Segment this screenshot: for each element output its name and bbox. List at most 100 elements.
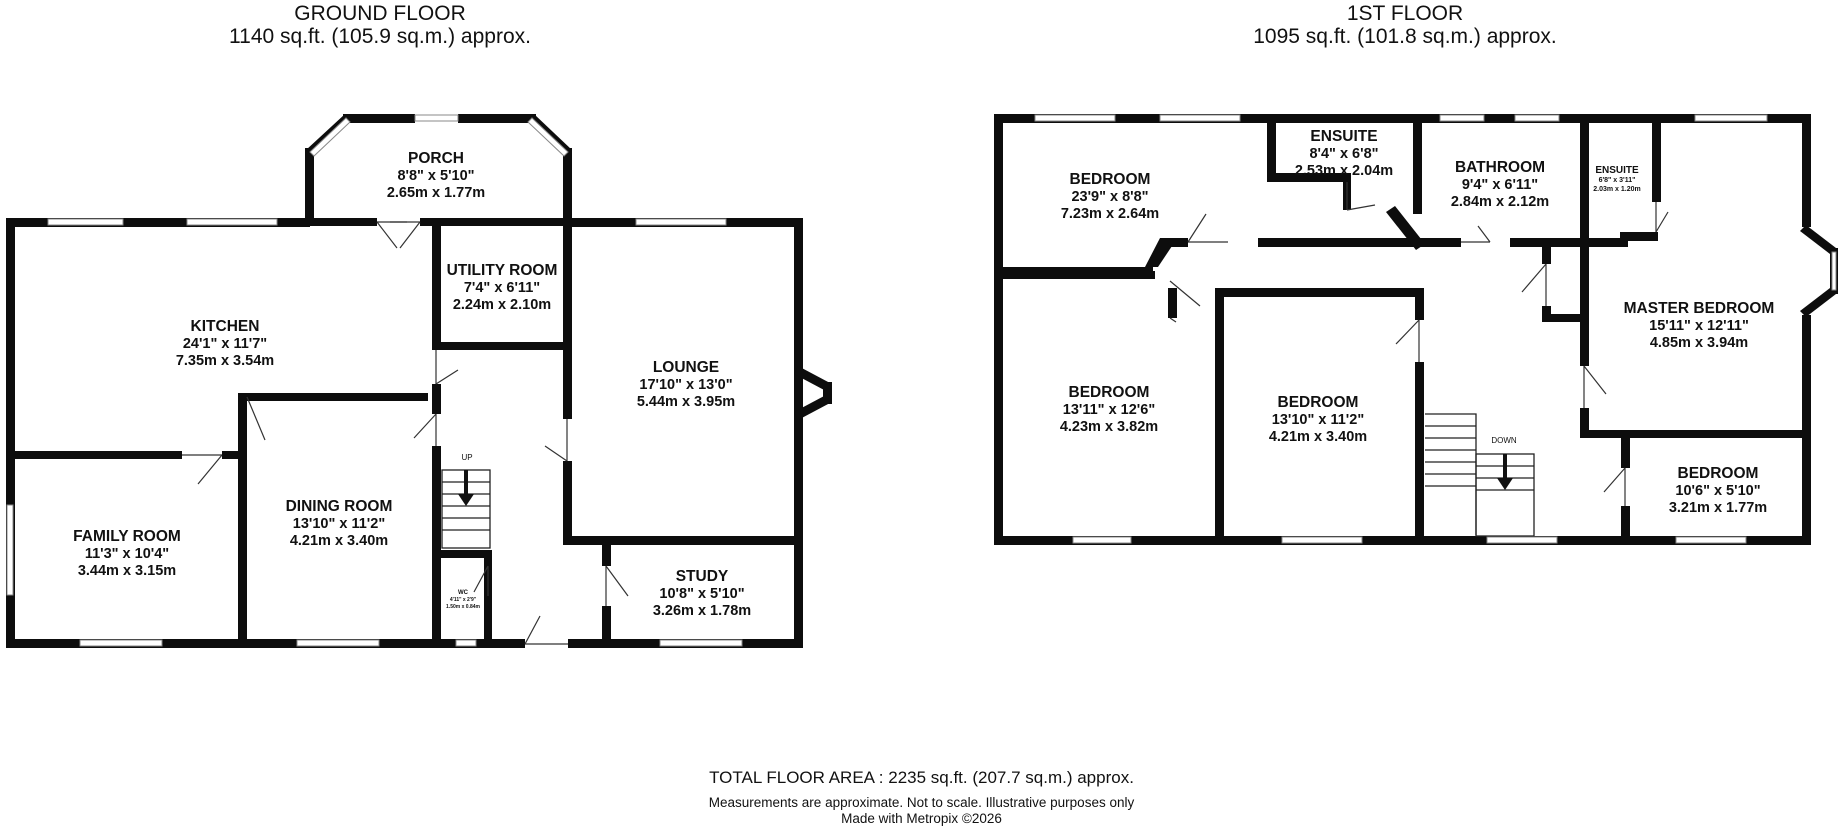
door <box>544 419 568 462</box>
door <box>473 565 489 596</box>
room-label-bedroom-4: BEDROOM 10'6" x 5'10" 3.21m x 1.77m <box>1669 465 1767 516</box>
svg-text:BATHROOM: BATHROOM <box>1455 159 1545 176</box>
window <box>296 639 380 647</box>
window <box>1675 536 1747 544</box>
room-label-bedroom-1: BEDROOM 23'9" x 8'8" 7.23m x 2.64m <box>1061 171 1159 222</box>
door <box>246 396 266 441</box>
ground-floor-header: GROUND FLOOR 1140 sq.ft. (105.9 sq.m.) a… <box>200 2 560 48</box>
svg-text:5.44m x 3.95m: 5.44m x 3.95m <box>637 394 735 410</box>
svg-text:17'10" x 13'0": 17'10" x 13'0" <box>639 377 732 393</box>
svg-text:BEDROOM: BEDROOM <box>1069 384 1150 401</box>
svg-text:WC: WC <box>458 590 469 596</box>
svg-text:10'8" x 5'10": 10'8" x 5'10" <box>659 586 744 602</box>
window <box>1486 536 1558 544</box>
svg-text:1.50m x 0.84m: 1.50m x 0.84m <box>446 604 480 610</box>
staircase <box>1425 413 1535 537</box>
room-label-porch: PORCH 8'8" x 5'10" 2.65m x 1.77m <box>387 150 485 201</box>
svg-text:UTILITY ROOM: UTILITY ROOM <box>447 262 558 279</box>
door <box>413 413 437 446</box>
svg-text:11'3" x 10'4": 11'3" x 10'4" <box>85 546 169 562</box>
room-label-lounge: LOUNGE 17'10" x 13'0" 5.44m x 3.95m <box>637 359 735 410</box>
first-floor-header: 1ST FLOOR 1095 sq.ft. (101.8 sq.m.) appr… <box>1215 2 1595 48</box>
room-label-kitchen: KITCHEN 24'1" x 11'7" 7.35m x 3.54m <box>176 318 274 369</box>
room-label-study: STUDY 10'8" x 5'10" 3.26m x 1.78m <box>653 568 751 619</box>
window <box>414 114 459 122</box>
svg-text:2.84m x 2.12m: 2.84m x 2.12m <box>1451 194 1549 210</box>
window <box>1831 251 1837 291</box>
door <box>1461 225 1491 243</box>
svg-text:4.23m x 3.82m: 4.23m x 3.82m <box>1060 419 1158 435</box>
svg-text:2.03m x 1.20m: 2.03m x 1.20m <box>1593 186 1640 193</box>
door <box>1395 319 1420 362</box>
room-label-bathroom: BATHROOM 9'4" x 6'11" 2.84m x 2.12m <box>1451 159 1549 210</box>
svg-text:PORCH: PORCH <box>408 150 464 167</box>
window <box>309 117 351 157</box>
room-label-utility-room: UTILITY ROOM 7'4" x 6'11" 2.24m x 2.10m <box>447 262 558 313</box>
room-label-ensuite-1: ENSUITE 8'4" x 6'8" 2.53m x 2.04m <box>1295 128 1393 179</box>
window <box>1514 114 1560 122</box>
svg-text:BEDROOM: BEDROOM <box>1678 465 1759 482</box>
window <box>1439 114 1485 122</box>
svg-text:MASTER BEDROOM: MASTER BEDROOM <box>1624 300 1775 317</box>
svg-text:KITCHEN: KITCHEN <box>191 318 260 335</box>
room-label-bedroom-3: BEDROOM 13'10" x 11'2" 4.21m x 3.40m <box>1269 394 1367 445</box>
window <box>1034 114 1116 122</box>
room-label-ensuite-2: ENSUITE 6'8" x 3'11" 2.03m x 1.20m <box>1593 165 1640 193</box>
ground-floor-plan: UP PORCH 8'8" x 5'10" 2.65m x 1.77m UTIL… <box>6 114 832 648</box>
disclaimer: Measurements are approximate. Not to sca… <box>708 795 1135 810</box>
svg-text:LOUNGE: LOUNGE <box>653 359 719 376</box>
room-label-family-room: FAMILY ROOM 11'3" x 10'4" 3.44m x 3.15m <box>73 528 181 579</box>
door <box>182 454 223 485</box>
svg-text:24'1" x 11'7": 24'1" x 11'7" <box>183 336 267 352</box>
svg-text:ENSUITE: ENSUITE <box>1310 128 1377 145</box>
svg-text:10'6" x 5'10": 10'6" x 5'10" <box>1675 483 1760 499</box>
svg-text:3.26m x 1.78m: 3.26m x 1.78m <box>653 603 751 619</box>
svg-text:4.85m x 3.94m: 4.85m x 3.94m <box>1650 335 1748 351</box>
first-floor-area: 1095 sq.ft. (101.8 sq.m.) approx. <box>1253 25 1557 48</box>
first-floor-plan: DOWN BEDROOM 23'9" x 8'8" 7.23m x 2.64m … <box>994 114 1838 545</box>
door <box>1655 202 1669 233</box>
svg-text:2.24m x 2.10m: 2.24m x 2.10m <box>453 297 551 313</box>
ground-floor-title: GROUND FLOOR <box>294 2 466 25</box>
svg-text:4'11" x 2'9": 4'11" x 2'9" <box>450 597 477 603</box>
stair-down-label: DOWN <box>1491 436 1517 445</box>
window <box>635 218 727 226</box>
door <box>1169 280 1201 323</box>
room-label-bedroom-2: BEDROOM 13'11" x 12'6" 4.23m x 3.82m <box>1060 384 1158 435</box>
svg-text:2.65m x 1.77m: 2.65m x 1.77m <box>387 185 485 201</box>
svg-text:15'11" x 12'11": 15'11" x 12'11" <box>1649 318 1749 334</box>
total-floor-area: TOTAL FLOOR AREA : 2235 sq.ft. (207.7 sq… <box>709 768 1134 787</box>
svg-text:ENSUITE: ENSUITE <box>1595 165 1639 176</box>
window <box>1159 114 1241 122</box>
door <box>1521 263 1547 306</box>
svg-text:13'11" x 12'6": 13'11" x 12'6" <box>1063 402 1155 418</box>
svg-text:FAMILY ROOM: FAMILY ROOM <box>73 528 181 545</box>
window <box>1072 536 1132 544</box>
door <box>1346 182 1376 211</box>
window <box>1694 114 1768 122</box>
door <box>390 221 421 249</box>
svg-text:BEDROOM: BEDROOM <box>1278 394 1359 411</box>
window <box>186 218 278 226</box>
stair-up-label: UP <box>461 453 472 462</box>
door <box>435 350 459 385</box>
svg-text:3.44m x 3.15m: 3.44m x 3.15m <box>78 563 176 579</box>
window <box>1281 536 1363 544</box>
window <box>659 639 743 647</box>
svg-text:3.21m x 1.77m: 3.21m x 1.77m <box>1669 500 1767 516</box>
door <box>1187 213 1228 243</box>
svg-text:DINING ROOM: DINING ROOM <box>286 498 393 515</box>
svg-text:STUDY: STUDY <box>676 568 729 585</box>
svg-text:4.21m x 3.40m: 4.21m x 3.40m <box>1269 429 1367 445</box>
window <box>79 639 163 647</box>
staircase <box>441 469 491 549</box>
room-label-master-bedroom: MASTER BEDROOM 15'11" x 12'11" 4.85m x 3… <box>1624 300 1775 351</box>
ground-floor-area: 1140 sq.ft. (105.9 sq.m.) approx. <box>229 25 531 48</box>
window <box>455 639 477 647</box>
room-label-wc: WC 4'11" x 2'9" 1.50m x 0.84m <box>446 590 480 610</box>
svg-text:9'4" x 6'11": 9'4" x 6'11" <box>1462 177 1538 193</box>
window <box>527 117 569 157</box>
svg-text:BEDROOM: BEDROOM <box>1070 171 1151 188</box>
door <box>1583 365 1607 408</box>
